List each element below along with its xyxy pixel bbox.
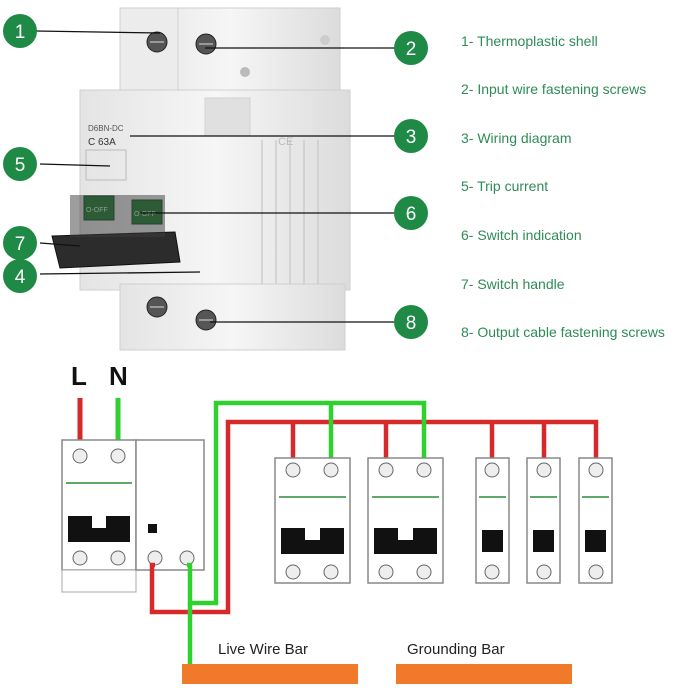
branch-breaker-2p-2 bbox=[367, 457, 444, 584]
live-pole-label: L bbox=[71, 361, 87, 391]
breaker-photo: D6BN-DC C 63A CE O-OFF O-OFF bbox=[51, 7, 351, 351]
legend-item-3: 3- Wiring diagram bbox=[461, 130, 572, 146]
callout-4: 4 bbox=[3, 259, 37, 293]
branch-breaker-2p-1 bbox=[274, 457, 351, 584]
branch-breaker-1p-2 bbox=[526, 457, 561, 584]
svg-text:2: 2 bbox=[406, 39, 417, 60]
live-wire-bar-label: Live Wire Bar bbox=[218, 641, 309, 658]
legend-item-6: 6- Switch indication bbox=[461, 227, 582, 243]
rating-label: C 63A bbox=[88, 137, 116, 148]
main-breaker bbox=[61, 439, 137, 571]
test-button-icon bbox=[148, 524, 157, 533]
wiring-diagram-print bbox=[261, 140, 319, 290]
breaker-top-left-block bbox=[119, 7, 179, 99]
callout-5: 5 bbox=[3, 147, 37, 181]
rating-window bbox=[204, 97, 251, 137]
legend-item-8: 8- Output cable fastening screws bbox=[461, 324, 665, 340]
callout-1: 1 bbox=[3, 14, 37, 48]
callout-7: 7 bbox=[3, 226, 37, 260]
legend-item-1: 1- Thermoplastic shell bbox=[461, 33, 598, 49]
grounding-bar bbox=[396, 664, 572, 684]
ce-mark: CE bbox=[278, 136, 293, 148]
branch-breaker-1p-3 bbox=[578, 457, 613, 584]
svg-text:1: 1 bbox=[15, 22, 26, 43]
svg-text:4: 4 bbox=[15, 267, 26, 288]
callout-leaders bbox=[35, 30, 396, 323]
live-wire-bar bbox=[182, 664, 358, 684]
branch-breaker-1p-1 bbox=[475, 457, 510, 584]
breaker-bottom-body bbox=[119, 283, 346, 351]
callout-2: 2 bbox=[394, 31, 428, 65]
svg-text:3: 3 bbox=[406, 127, 417, 148]
svg-text:7: 7 bbox=[15, 234, 26, 255]
grounding-bar-label: Grounding Bar bbox=[407, 641, 505, 658]
rcd-module bbox=[135, 439, 205, 571]
legend-item-7: 7- Switch handle bbox=[461, 276, 565, 292]
legend-item-2: 2- Input wire fastening screws bbox=[461, 81, 647, 97]
svg-text:6: 6 bbox=[406, 204, 417, 225]
switch-handle bbox=[51, 231, 181, 269]
wiring-diagram bbox=[61, 398, 613, 684]
callout-3: 3 bbox=[394, 119, 428, 153]
callout-8: 8 bbox=[394, 305, 428, 339]
live-distribution-wire bbox=[149, 419, 599, 615]
callouts: 1 2 3 5 6 7 4 8 bbox=[3, 14, 428, 339]
neutral-distribution-wire bbox=[187, 400, 427, 606]
callout-6: 6 bbox=[394, 196, 428, 230]
svg-text:5: 5 bbox=[15, 155, 26, 176]
svg-text:8: 8 bbox=[406, 313, 417, 334]
legend-item-5: 5- Trip current bbox=[461, 178, 549, 194]
brand-label: D6BN-DC bbox=[88, 124, 124, 133]
neutral-pole-label: N bbox=[109, 361, 128, 391]
